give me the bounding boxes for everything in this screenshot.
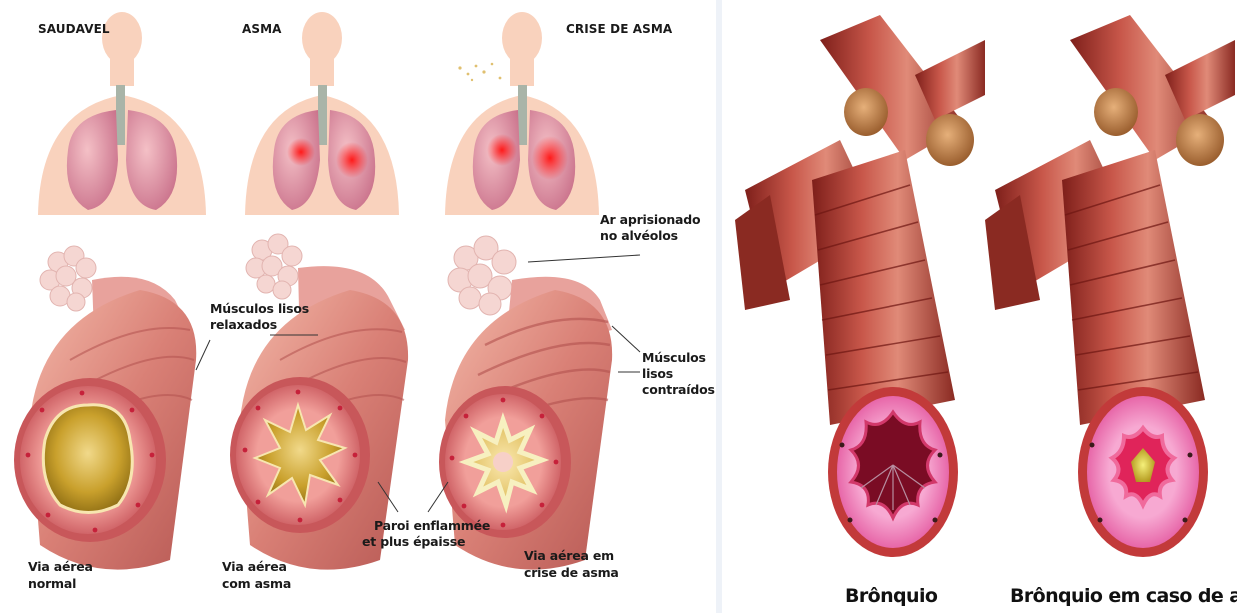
- label-wall-inflamed-2: et plus épaisse: [362, 534, 465, 549]
- caption-bronchus-asthma: Brônquio em caso de asma: [1010, 585, 1237, 607]
- caption-asthma-1: Via aérea: [222, 559, 287, 574]
- breath-particles: [458, 63, 501, 82]
- label-muscles-contracted-1: Músculos: [642, 350, 706, 365]
- bronchus-normal: [735, 15, 985, 557]
- label-muscles-relaxed-1: Músculos lisos: [210, 301, 309, 316]
- column-title-crisis: CRISE DE ASMA: [566, 22, 672, 37]
- label-wall-inflamed-1: Paroi enflammée: [374, 518, 490, 533]
- column-title-healthy: SAUDAVEL: [38, 22, 110, 37]
- label-muscles-relaxed-2: relaxados: [210, 317, 277, 332]
- label-trapped-air-1: Ar aprisionado: [600, 212, 700, 227]
- caption-healthy-2: normal: [28, 576, 76, 591]
- airway-healthy: [14, 246, 196, 570]
- caption-bronchus: Brônquio: [845, 585, 937, 607]
- label-muscles-contracted-2: lisos: [642, 366, 673, 381]
- torso-healthy: [38, 12, 206, 215]
- caption-healthy-1: Via aérea: [28, 559, 93, 574]
- caption-asthma-2: com asma: [222, 576, 291, 591]
- label-trapped-air-2: no alvéolos: [600, 228, 678, 243]
- torso-asthma-crisis: [445, 12, 599, 215]
- torso-asthma: [245, 12, 399, 215]
- label-muscles-contracted-3: contraídos: [642, 382, 715, 397]
- caption-crisis-2: crise de asma: [524, 565, 619, 580]
- bronchus-asthma: [985, 15, 1235, 557]
- column-title-asthma: ASMA: [242, 22, 282, 37]
- caption-crisis-1: Via aérea em: [524, 548, 614, 563]
